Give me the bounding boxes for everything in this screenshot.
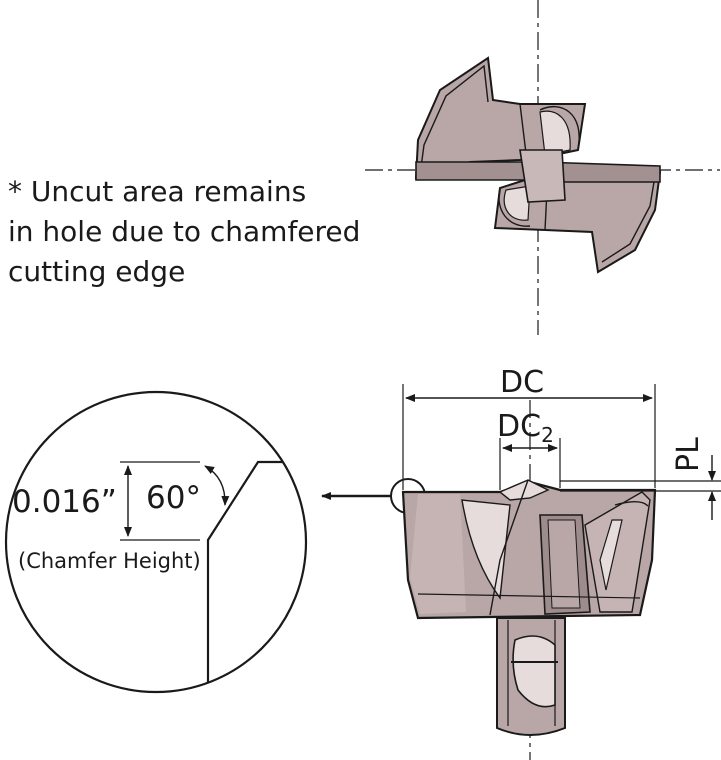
note-line-2: in hole due to chamfered: [8, 215, 361, 248]
note-line-3: cutting edge: [8, 255, 186, 288]
upper-left-blade: [414, 56, 587, 180]
note-line-1: * Uncut area remains: [8, 175, 307, 208]
flat-notch: [512, 635, 556, 708]
uncut-area-note: * Uncut area remains in hole due to cham…: [8, 172, 360, 292]
pl-label: PL: [671, 437, 706, 472]
chamfer-angle-label: 60°: [146, 480, 201, 516]
chamfer-height-value: 0.016”: [12, 484, 117, 520]
detail-circle: [4, 390, 308, 694]
chamfer-height-caption: (Chamfer Height): [18, 549, 201, 573]
dc-label: DC: [500, 365, 544, 400]
dc2-label: DC2: [497, 409, 554, 447]
angle-arc: [204, 465, 230, 506]
side-view: DC DC2 PL: [401, 365, 721, 760]
detail-view: 0.016” 60° (Chamfer Height): [4, 390, 308, 694]
top-view: [365, 0, 720, 335]
